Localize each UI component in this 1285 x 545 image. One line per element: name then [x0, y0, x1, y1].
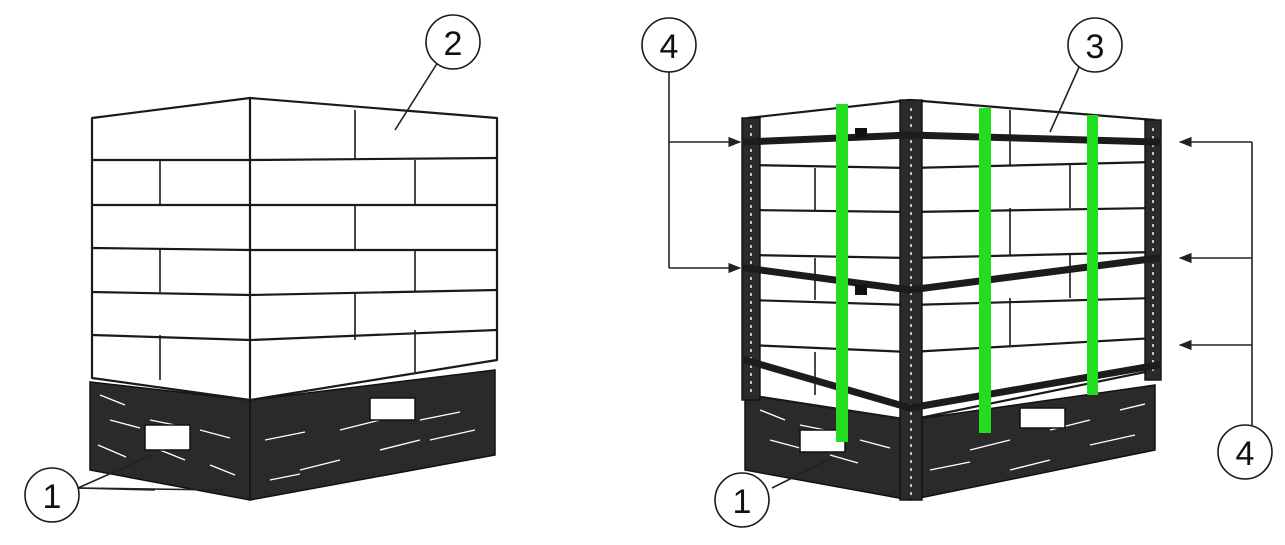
- callout-label-right-pallet: 1: [733, 483, 752, 521]
- callout-right-arrows-right: 4: [1178, 136, 1273, 480]
- corner-post-left: [741, 117, 761, 401]
- callout-label-right-arrows-right: 4: [1236, 435, 1255, 473]
- left-figure: [89, 96, 499, 501]
- horizontal-straps: [741, 128, 1162, 412]
- callout-right-pallet: 1: [714, 457, 833, 528]
- callout-left-pallet: 1: [24, 454, 223, 523]
- corner-posts: [741, 99, 1162, 501]
- callout-left-top: 2: [394, 14, 481, 131]
- callout-label-right-arrows-left: 4: [660, 28, 679, 66]
- vertical-strap-2: [979, 108, 991, 433]
- right-pallet: [744, 384, 1156, 501]
- vertical-strap-1: [836, 104, 848, 442]
- right-figure: [741, 98, 1162, 501]
- callout-label-right-strap: 3: [1086, 28, 1105, 66]
- left-pallet: [89, 369, 496, 501]
- callout-right-arrows-left: 4: [641, 17, 742, 274]
- vertical-straps: [836, 104, 1098, 442]
- vertical-strap-3: [1087, 115, 1098, 395]
- callout-right-strap: 3: [1049, 17, 1123, 133]
- callout-label-left-pallet: 1: [43, 478, 62, 516]
- callout-label-left-top: 2: [444, 25, 463, 63]
